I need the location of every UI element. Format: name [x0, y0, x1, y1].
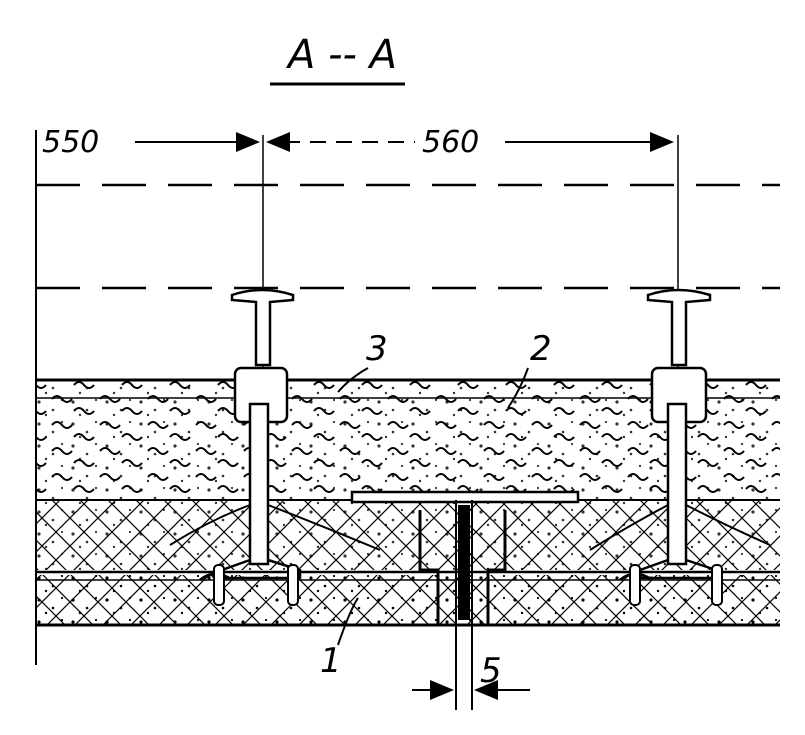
callout-3: 3 [366, 329, 388, 369]
dimension-left-spacing: 550 [42, 125, 99, 160]
section-title: A -- A [285, 32, 397, 78]
layer-bottom-panel [36, 575, 780, 625]
joint-sealant [455, 500, 473, 710]
callout-leaders [337, 367, 529, 646]
right-t-beam [638, 288, 718, 580]
dimension-right-spacing: 560 [422, 125, 479, 160]
bottom-clips [213, 564, 723, 606]
callout-2: 2 [530, 329, 552, 369]
left-t-beam [220, 288, 302, 580]
wire-ties [169, 504, 771, 551]
joint-cover-plate [350, 490, 580, 504]
callout-1: 1 [320, 641, 342, 681]
dimension-gap: 5 [480, 651, 502, 691]
